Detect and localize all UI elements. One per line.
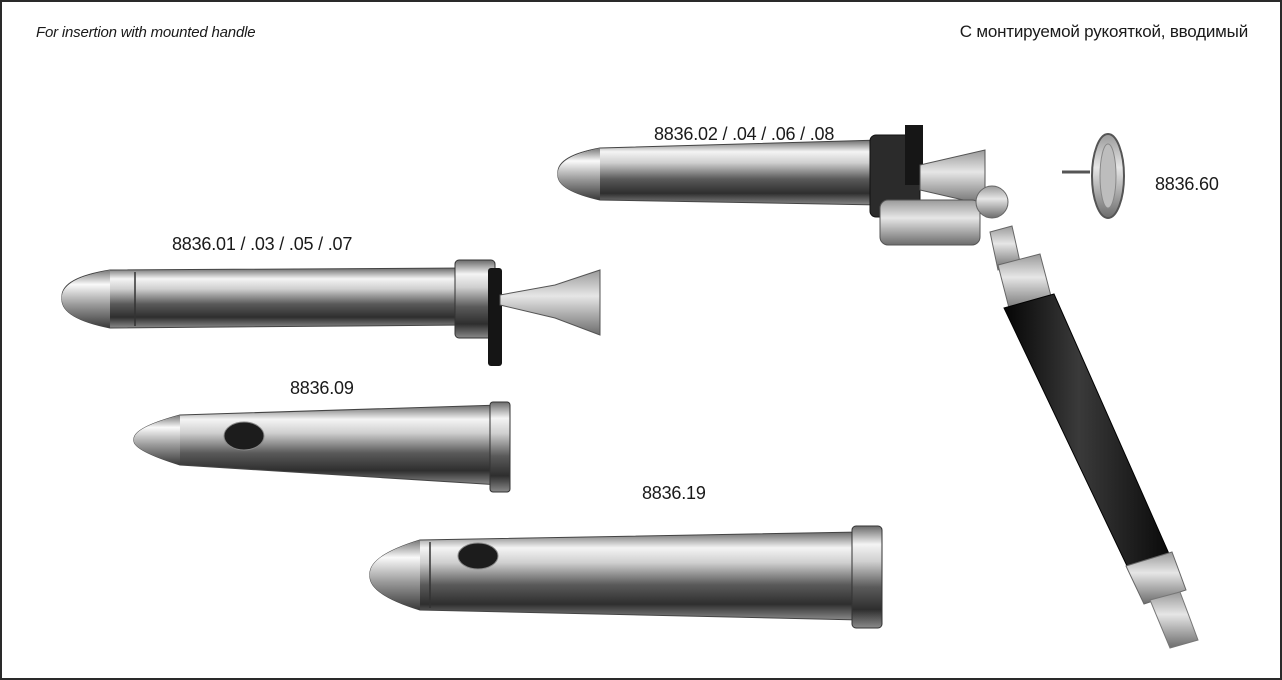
product-code-handle-set: 8836.02 / .04 / .06 / .08 — [654, 124, 835, 144]
caption-russian: С монтируемой рукояткой, вводимый — [959, 22, 1248, 41]
product-code-short-slotted: 8836.09 — [290, 378, 354, 398]
slotted-proctoscope-long-icon — [369, 525, 883, 629]
product-code-obturator-set: 8836.01 / .03 / .05 / .07 — [172, 234, 353, 254]
caption-english: For insertion with mounted handle — [36, 24, 256, 41]
window-plug-icon — [1062, 133, 1125, 219]
product-code-plug: 8836.60 — [1155, 174, 1219, 194]
proctoscope-with-handle-icon — [557, 125, 1199, 649]
proctoscope-with-obturator-icon — [61, 259, 601, 366]
product-code-long-slotted: 8836.19 — [642, 483, 706, 503]
slotted-proctoscope-short-icon — [133, 401, 511, 493]
